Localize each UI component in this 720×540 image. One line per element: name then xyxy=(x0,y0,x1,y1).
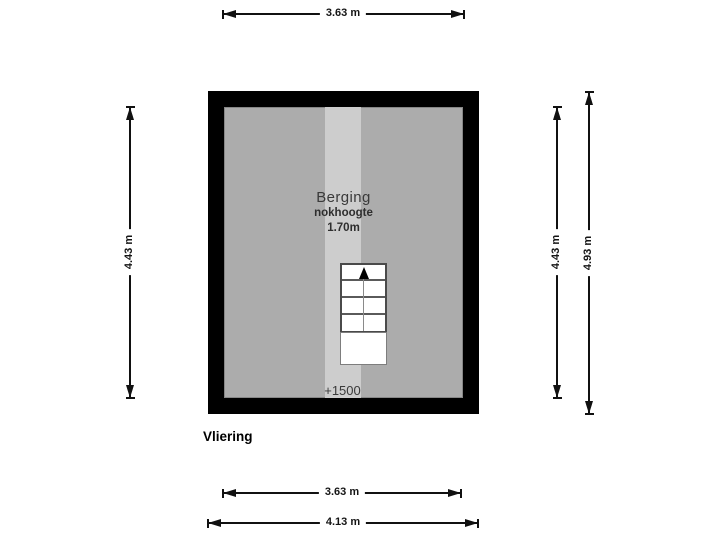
dimension-tick xyxy=(463,9,465,19)
dimension-label-bottom-inner: 3.63 m xyxy=(318,485,366,501)
dimension-tick xyxy=(552,397,562,399)
dimension-tick xyxy=(460,488,462,498)
dimension-label-top: 3.63 m xyxy=(319,6,367,22)
room-note-line2: 1.70m xyxy=(327,221,360,234)
dimension-tick xyxy=(207,518,209,528)
dimension-label-right-outer: 4.93 m xyxy=(581,229,597,277)
dimension-label-left: 4.43 m xyxy=(122,228,138,276)
dimension-tick xyxy=(125,397,135,399)
dimension-tick xyxy=(584,91,594,93)
level-marker: +1500 xyxy=(324,383,361,398)
stair-up-arrow-icon xyxy=(358,267,369,279)
dimension-tick xyxy=(222,9,224,19)
dimension-tick xyxy=(477,518,479,528)
room-name: Berging xyxy=(316,189,371,206)
dimension-tick xyxy=(584,413,594,415)
dimension-tick xyxy=(222,488,224,498)
stair-centerline xyxy=(363,277,364,331)
dimension-tick xyxy=(552,106,562,108)
dimension-label-bottom-outer: 4.13 m xyxy=(319,515,367,531)
stair-landing xyxy=(340,332,387,365)
staircase xyxy=(340,263,387,365)
dimension-label-right-inner: 4.43 m xyxy=(549,228,565,276)
stair-steps xyxy=(340,263,387,333)
room-label-group: Berging nokhoogte 1.70m xyxy=(224,190,463,234)
room-note-line1: nokhoogte xyxy=(314,207,373,219)
plan-title: Vliering xyxy=(203,429,253,444)
dimension-tick xyxy=(125,106,135,108)
